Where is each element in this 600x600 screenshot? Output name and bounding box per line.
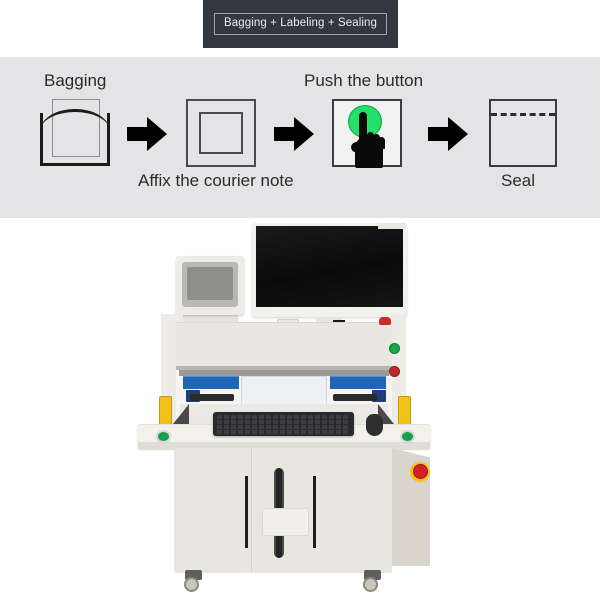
corner-gusset-left — [173, 404, 189, 424]
title-bar: Bagging + Labeling + Sealing — [203, 0, 398, 48]
indicator-lamp-green — [389, 343, 400, 354]
monitor-screen — [256, 226, 403, 307]
keyboard[interactable] — [213, 412, 354, 436]
cabinet-panel-seam — [251, 448, 252, 573]
step-label-push-the-button: Push the button — [304, 71, 424, 90]
pointing-hand-icon — [349, 112, 391, 168]
step-label-seal: Seal — [501, 171, 536, 190]
process-diagram: Bagging Affix the courier note Push the … — [0, 57, 600, 218]
hmi-panel-screen — [187, 267, 233, 300]
parcel-label-icon — [186, 99, 256, 167]
step-label-affix-courier-note: Affix the courier note — [138, 171, 294, 190]
step-label-bagging: Bagging — [44, 71, 107, 90]
seal-bar-right — [330, 376, 386, 389]
cabinet-access-plate — [262, 508, 309, 536]
arrow-right-icon — [274, 117, 314, 151]
sealed-bag-icon — [489, 99, 557, 167]
open-bag-icon — [38, 99, 116, 167]
clamp-arm-left — [190, 394, 234, 401]
emergency-stop-button[interactable] — [413, 464, 428, 479]
gantry-shadow — [176, 366, 392, 370]
machine-photo — [0, 218, 600, 600]
seal-bar-left — [183, 376, 239, 389]
arrow-right-icon — [127, 117, 167, 151]
caster-bracket-left — [185, 570, 202, 580]
caster-bracket-right — [364, 570, 381, 580]
cabinet-slot-right — [313, 476, 316, 548]
monitor-brand-logo — [378, 223, 406, 229]
caster-wheel-left — [184, 577, 199, 592]
roller-bar — [179, 370, 389, 376]
push-button-hand-icon — [332, 99, 402, 168]
caster-wheel-right — [363, 577, 378, 592]
top-red-lamp — [379, 317, 391, 325]
indicator-lamp-red — [389, 366, 400, 377]
start-button-left[interactable] — [156, 430, 171, 443]
mouse[interactable] — [366, 414, 383, 436]
clamp-arm-right — [333, 394, 377, 401]
page-title: Bagging + Labeling + Sealing — [223, 17, 378, 29]
title-box: Bagging + Labeling + Sealing — [213, 13, 388, 35]
cabinet-slot-left — [245, 476, 248, 548]
work-surface-edge — [138, 442, 430, 450]
arrow-right-icon — [428, 117, 468, 151]
start-button-right[interactable] — [400, 430, 415, 443]
gantry-front-panel — [176, 322, 392, 369]
